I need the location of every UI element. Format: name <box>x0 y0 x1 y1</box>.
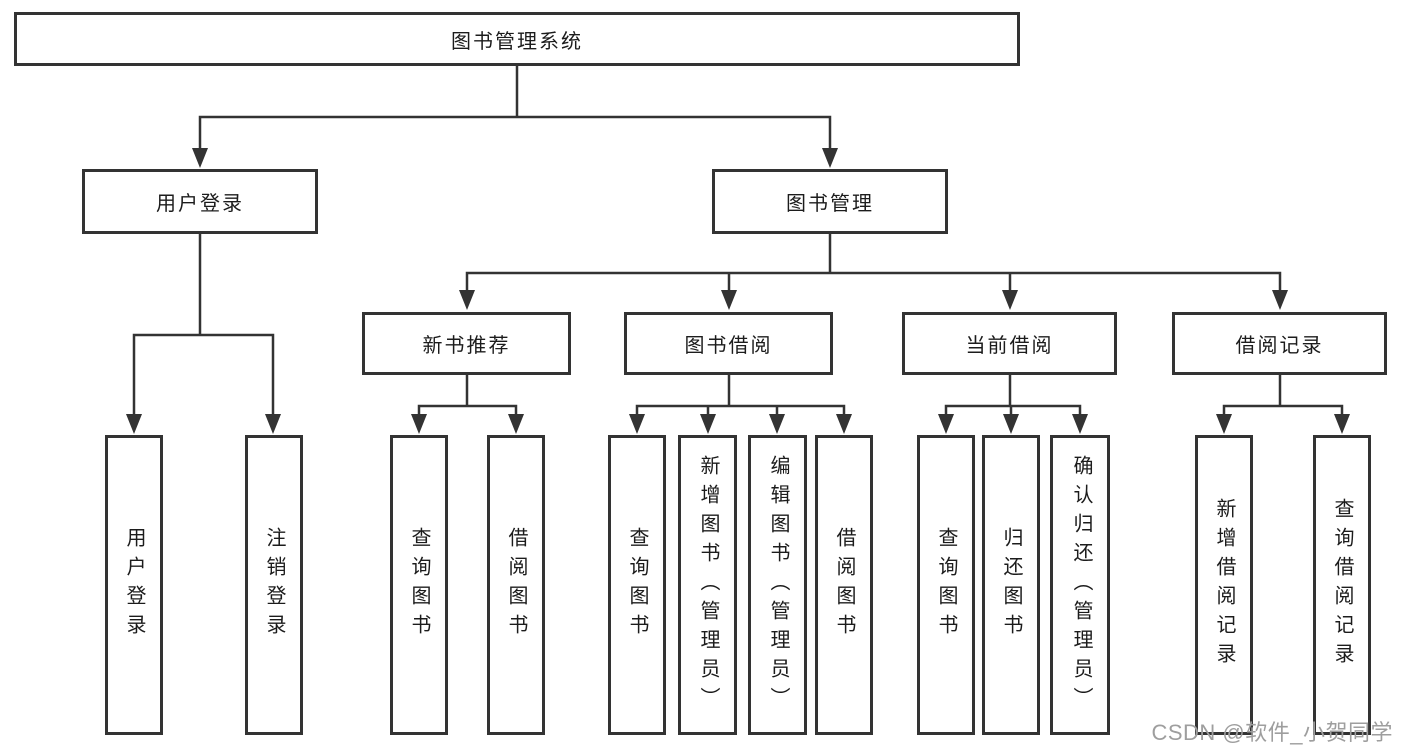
node-book-management: 图书管理 <box>712 169 948 234</box>
arrow-icon <box>126 414 142 434</box>
node-current-borrowing: 当前借阅 <box>902 312 1117 375</box>
leaf-borrow-books-recommend: 借阅图书 <box>487 435 545 735</box>
node-library-system: 图书管理系统 <box>14 12 1020 66</box>
arrow-icon <box>1003 414 1019 434</box>
leaf-edit-books-admin: 编辑图书（管理员） <box>748 435 807 735</box>
arrow-icon <box>822 148 838 168</box>
arrow-icon <box>1272 290 1288 310</box>
arrow-icon <box>459 290 475 310</box>
node-book-borrowing: 图书借阅 <box>624 312 833 375</box>
arrow-icon <box>629 414 645 434</box>
node-new-book-recommend: 新书推荐 <box>362 312 571 375</box>
leaf-query-books-borrowing: 查询图书 <box>608 435 666 735</box>
arrow-icon <box>1216 414 1232 434</box>
arrow-icon <box>769 414 785 434</box>
arrowheads <box>126 148 1350 434</box>
tree-edges <box>132 64 1344 418</box>
leaf-add-books-admin: 新增图书（管理员） <box>678 435 737 735</box>
arrow-icon <box>938 414 954 434</box>
arrow-icon <box>1334 414 1350 434</box>
leaf-logout: 注销登录 <box>245 435 303 735</box>
leaf-query-books-recommend: 查询图书 <box>390 435 448 735</box>
csdn-watermark: CSDN @软件_小贺同学 <box>1151 720 1393 745</box>
arrow-icon <box>836 414 852 434</box>
node-user-login: 用户登录 <box>82 169 318 234</box>
leaf-return-books: 归还图书 <box>982 435 1040 735</box>
node-borrowing-records: 借阅记录 <box>1172 312 1387 375</box>
arrow-icon <box>721 290 737 310</box>
arrow-icon <box>192 148 208 168</box>
leaf-query-borrow-record: 查询借阅记录 <box>1313 435 1371 735</box>
arrow-icon <box>700 414 716 434</box>
arrow-icon <box>265 414 281 434</box>
arrow-icon <box>1002 290 1018 310</box>
leaf-add-borrow-record: 新增借阅记录 <box>1195 435 1253 735</box>
leaf-confirm-return-admin: 确认归还（管理员） <box>1050 435 1110 735</box>
leaf-borrow-books: 借阅图书 <box>815 435 873 735</box>
arrow-icon <box>411 414 427 434</box>
arrow-icon <box>1072 414 1088 434</box>
arrow-icon <box>508 414 524 434</box>
leaf-query-books-current: 查询图书 <box>917 435 975 735</box>
leaf-user-login: 用户登录 <box>105 435 163 735</box>
